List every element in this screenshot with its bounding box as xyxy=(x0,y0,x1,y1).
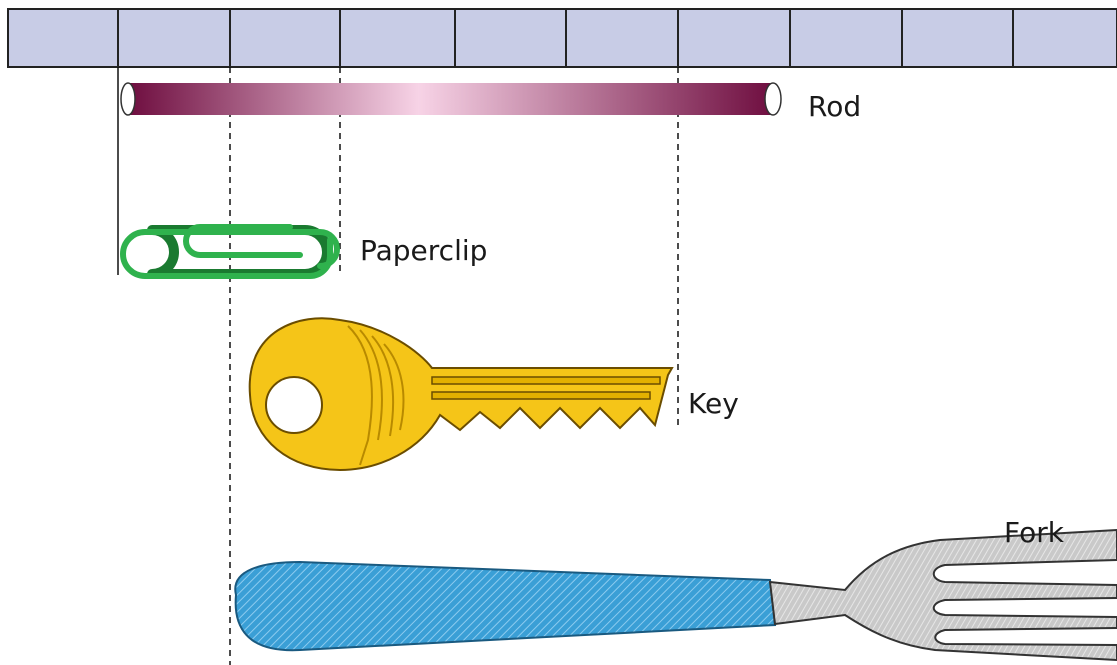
ruler-cell xyxy=(118,9,230,67)
key-icon xyxy=(250,318,672,470)
ruler-cell xyxy=(902,9,1013,67)
ruler-cell xyxy=(340,9,455,67)
ruler-cell xyxy=(1013,9,1117,67)
rod-label: Rod xyxy=(808,90,861,123)
fork-icon xyxy=(235,530,1117,660)
fork-label: Fork xyxy=(1004,516,1065,549)
ruler-cell xyxy=(455,9,566,67)
ruler xyxy=(8,9,1117,67)
key-label: Key xyxy=(688,387,739,420)
ruler-cell xyxy=(566,9,678,67)
rod-icon xyxy=(121,83,781,115)
ruler-cell xyxy=(790,9,902,67)
ruler-cell xyxy=(8,9,118,67)
ruler-cell xyxy=(678,9,790,67)
ruler-cell xyxy=(230,9,340,67)
paperclip-label: Paperclip xyxy=(360,234,487,267)
